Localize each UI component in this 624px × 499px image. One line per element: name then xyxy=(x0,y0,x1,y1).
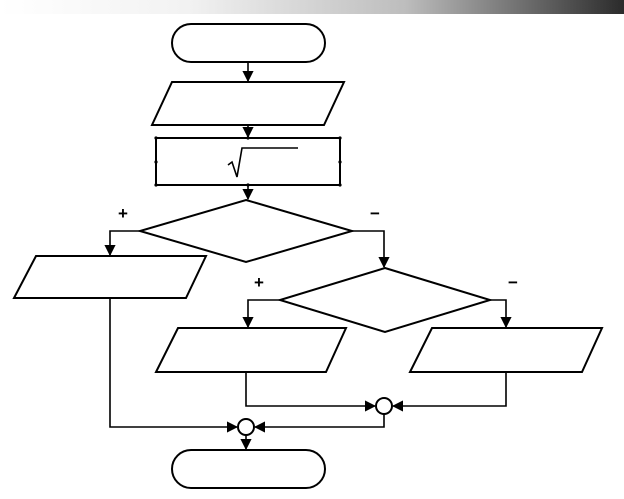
line-left-to-main-connector xyxy=(109,298,239,433)
arrow-decision1-yes xyxy=(104,230,140,257)
arrow-decision2-yes xyxy=(242,299,280,329)
input-parallelogram xyxy=(150,81,346,126)
decision-diamond-1 xyxy=(136,198,356,264)
line-middle-to-connector xyxy=(245,372,377,412)
arrow-decision1-no xyxy=(352,230,390,269)
branch-label-plus-2: + xyxy=(254,273,264,292)
output-parallelogram-right xyxy=(408,327,604,373)
process-rectangle xyxy=(155,137,341,186)
start-terminator xyxy=(171,23,326,63)
line-right-to-connector xyxy=(391,372,507,412)
header-gradient-bar xyxy=(0,0,624,14)
square-root-symbol xyxy=(227,147,298,178)
branch-label-plus-1: + xyxy=(118,204,128,223)
end-terminator xyxy=(171,449,326,489)
branch-label-minus-1: − xyxy=(370,204,380,223)
junction-connector-main xyxy=(237,418,255,436)
line-connector-right-down xyxy=(253,414,385,433)
decision-diamond-2 xyxy=(276,266,494,334)
output-parallelogram-left xyxy=(12,255,208,299)
branch-label-minus-2: − xyxy=(508,273,518,292)
junction-connector-right xyxy=(375,397,393,415)
arrow-decision2-no xyxy=(490,299,512,329)
output-parallelogram-middle xyxy=(154,327,348,373)
